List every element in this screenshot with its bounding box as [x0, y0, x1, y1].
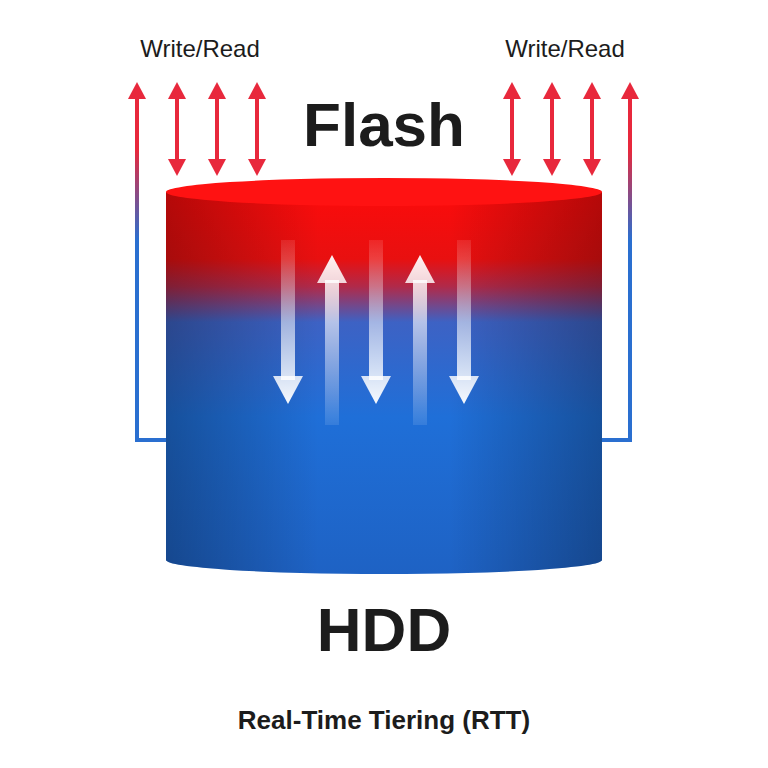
tier-arrow — [325, 280, 339, 425]
tier-arrow — [457, 240, 471, 380]
tier-arrow-head — [405, 255, 435, 283]
cylinder-shade — [166, 192, 602, 574]
tier-arrow — [413, 280, 427, 425]
io-label: Write/Read — [445, 34, 685, 64]
tier-arrow-head — [317, 255, 347, 283]
tier-arrow — [369, 240, 383, 380]
tier-arrow — [281, 240, 295, 380]
storage-cylinder: FlashHDD — [136, 80, 632, 680]
tier-arrow-head — [273, 376, 303, 404]
tier-arrow-head — [449, 376, 479, 404]
tier-arrow-head — [361, 376, 391, 404]
caption: Real-Time Tiering (RTT) — [0, 703, 768, 737]
cylinder-body — [166, 192, 602, 574]
io-label: Write/Read — [80, 34, 320, 64]
cylinder-top — [166, 178, 602, 206]
tier-name: HDD — [136, 594, 632, 666]
tier-name: Flash — [136, 89, 632, 161]
cylinder-outline — [136, 80, 632, 680]
